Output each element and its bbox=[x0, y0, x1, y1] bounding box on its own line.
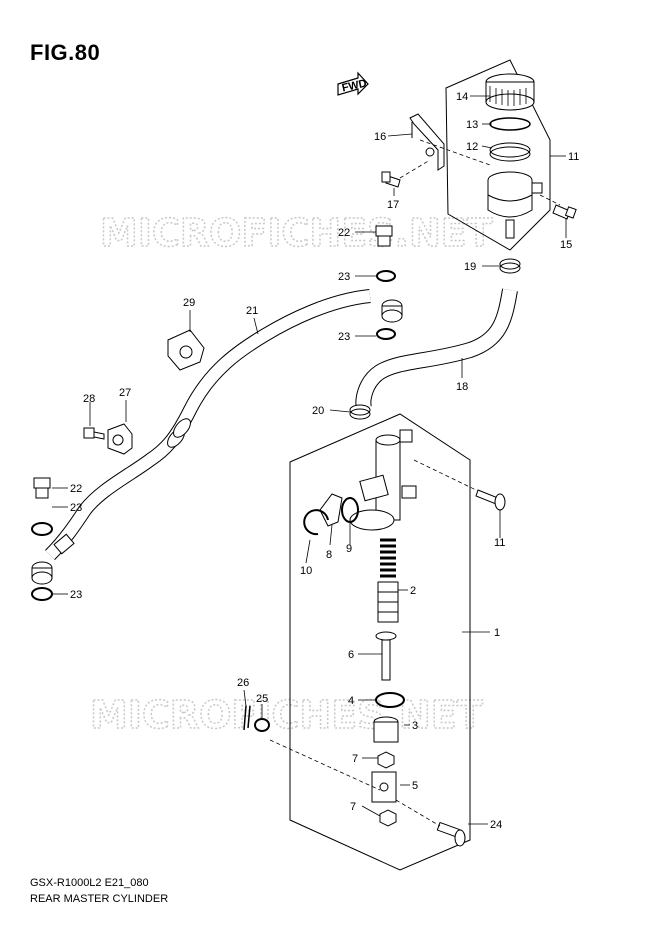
diagram-caption: REAR MASTER CYLINDER bbox=[30, 893, 169, 905]
callout-29: 29 bbox=[183, 297, 195, 309]
callout-2: 2 bbox=[410, 585, 416, 597]
callout-23-b: 23 bbox=[338, 331, 350, 343]
pushrod-6 bbox=[375, 631, 397, 681]
callout-22-bottom: 22 bbox=[70, 483, 82, 495]
callout-6: 6 bbox=[348, 649, 354, 661]
callout-5: 5 bbox=[412, 780, 418, 792]
reservoir-group-outline bbox=[445, 59, 551, 251]
clamp-20-bottom bbox=[349, 404, 371, 420]
callout-8: 8 bbox=[326, 549, 332, 561]
clevis-5 bbox=[371, 771, 397, 803]
hose-grommet bbox=[167, 418, 191, 448]
callout-25: 25 bbox=[256, 693, 268, 705]
callout-10: 10 bbox=[300, 565, 312, 577]
reservoir-cap bbox=[485, 73, 535, 111]
cylinder-group-outline bbox=[289, 413, 471, 871]
hose-end-fitting bbox=[31, 533, 75, 585]
callout-23-c: 23 bbox=[70, 502, 82, 514]
callout-23-a: 23 bbox=[338, 271, 350, 283]
banjo-fitting-top bbox=[381, 299, 403, 323]
watermark: MICROFICHES.NET MICROFICHES.NET bbox=[89, 210, 493, 738]
callout-20-bottom: 20 bbox=[312, 405, 324, 417]
callout-11: 11 bbox=[494, 537, 505, 549]
reservoir-body bbox=[487, 171, 543, 239]
piston-2 bbox=[377, 581, 399, 623]
pin-24 bbox=[436, 821, 466, 847]
bracket-17 bbox=[409, 113, 445, 171]
callout-28: 28 bbox=[83, 393, 95, 405]
hose-clamp-29 bbox=[167, 329, 205, 371]
callout-4: 4 bbox=[348, 695, 354, 707]
callout-12: 11 bbox=[568, 151, 579, 163]
hose-clamp-27 bbox=[107, 423, 133, 455]
callout-22-top: 22 bbox=[338, 227, 350, 239]
callout-17: 16 bbox=[374, 131, 386, 143]
nut-7-top bbox=[377, 751, 395, 769]
banjo-bolt-22-bottom bbox=[33, 477, 51, 499]
callout-3: 3 bbox=[412, 720, 418, 732]
return-spring bbox=[380, 538, 396, 578]
nut-7-bottom bbox=[379, 809, 397, 827]
callout-16: 15 bbox=[560, 239, 572, 251]
callout-18: 17 bbox=[387, 199, 399, 211]
callout-1: 1 bbox=[494, 627, 500, 639]
washer-25 bbox=[254, 718, 270, 732]
callout-27: 27 bbox=[119, 387, 131, 399]
cotter-pin-26 bbox=[243, 705, 251, 731]
bolt-11 bbox=[475, 489, 506, 511]
bolt-16 bbox=[552, 204, 577, 220]
callout-13: 12 bbox=[466, 141, 478, 153]
bolt-28 bbox=[83, 427, 105, 440]
bolt-18 bbox=[381, 171, 401, 188]
fwd-arrow-icon: FWD bbox=[337, 71, 369, 96]
callout-26: 26 bbox=[237, 677, 249, 689]
callout-20-top: 19 bbox=[464, 261, 476, 273]
watermark-text-bottom: MICROFICHES.NET bbox=[90, 693, 483, 737]
callout-9: 9 bbox=[346, 543, 352, 555]
callout-7-bottom: 7 bbox=[350, 801, 356, 813]
callout-21: 21 bbox=[246, 305, 258, 317]
callout-23-d: 23 bbox=[70, 589, 82, 601]
diagram-code: GSX-R1000L2 E21_080 bbox=[30, 877, 149, 889]
banjo-bolt-22-top bbox=[375, 225, 393, 247]
callout-7-top: 7 bbox=[352, 753, 358, 765]
boot-3 bbox=[373, 716, 399, 743]
circlip-10 bbox=[303, 509, 329, 536]
callout-24: 24 bbox=[490, 819, 502, 831]
callout-15: 14 bbox=[456, 91, 468, 103]
clamp-20-top bbox=[499, 258, 521, 274]
cylinder-body bbox=[349, 429, 417, 531]
callout-19: 18 bbox=[456, 381, 468, 393]
fwd-label: FWD bbox=[341, 78, 368, 95]
callout-14: 13 bbox=[466, 119, 478, 131]
figure-title: FIG.80 bbox=[30, 40, 101, 65]
watermark-text-top: MICROFICHES.NET bbox=[100, 211, 493, 255]
inlet-fitting-8 bbox=[319, 493, 343, 527]
